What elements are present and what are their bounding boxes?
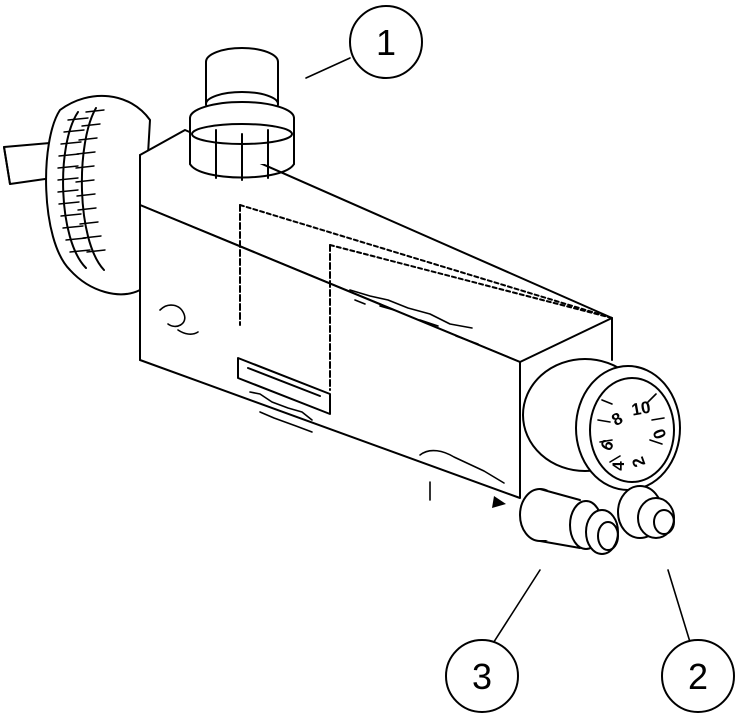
- gauge-label-4: 4: [609, 461, 628, 471]
- callout-circle-1: [349, 5, 423, 79]
- gauge-label-10: 10: [630, 398, 652, 420]
- callout-number-2: 2: [688, 656, 708, 697]
- callout-number-1: 1: [376, 22, 396, 63]
- knurled-knob: [45, 94, 151, 296]
- callout-number-3: 3: [472, 656, 492, 697]
- leader-lines: [305, 57, 691, 649]
- main-body: [139, 129, 613, 508]
- top-fitting: [189, 47, 295, 181]
- callout-circle-2: [661, 639, 735, 713]
- pressure-gauge: [522, 358, 681, 491]
- left-push-fitting: [519, 488, 619, 555]
- rear-tab: [3, 142, 53, 185]
- callout-circle-3: [445, 639, 519, 713]
- right-push-fitting: [617, 485, 675, 539]
